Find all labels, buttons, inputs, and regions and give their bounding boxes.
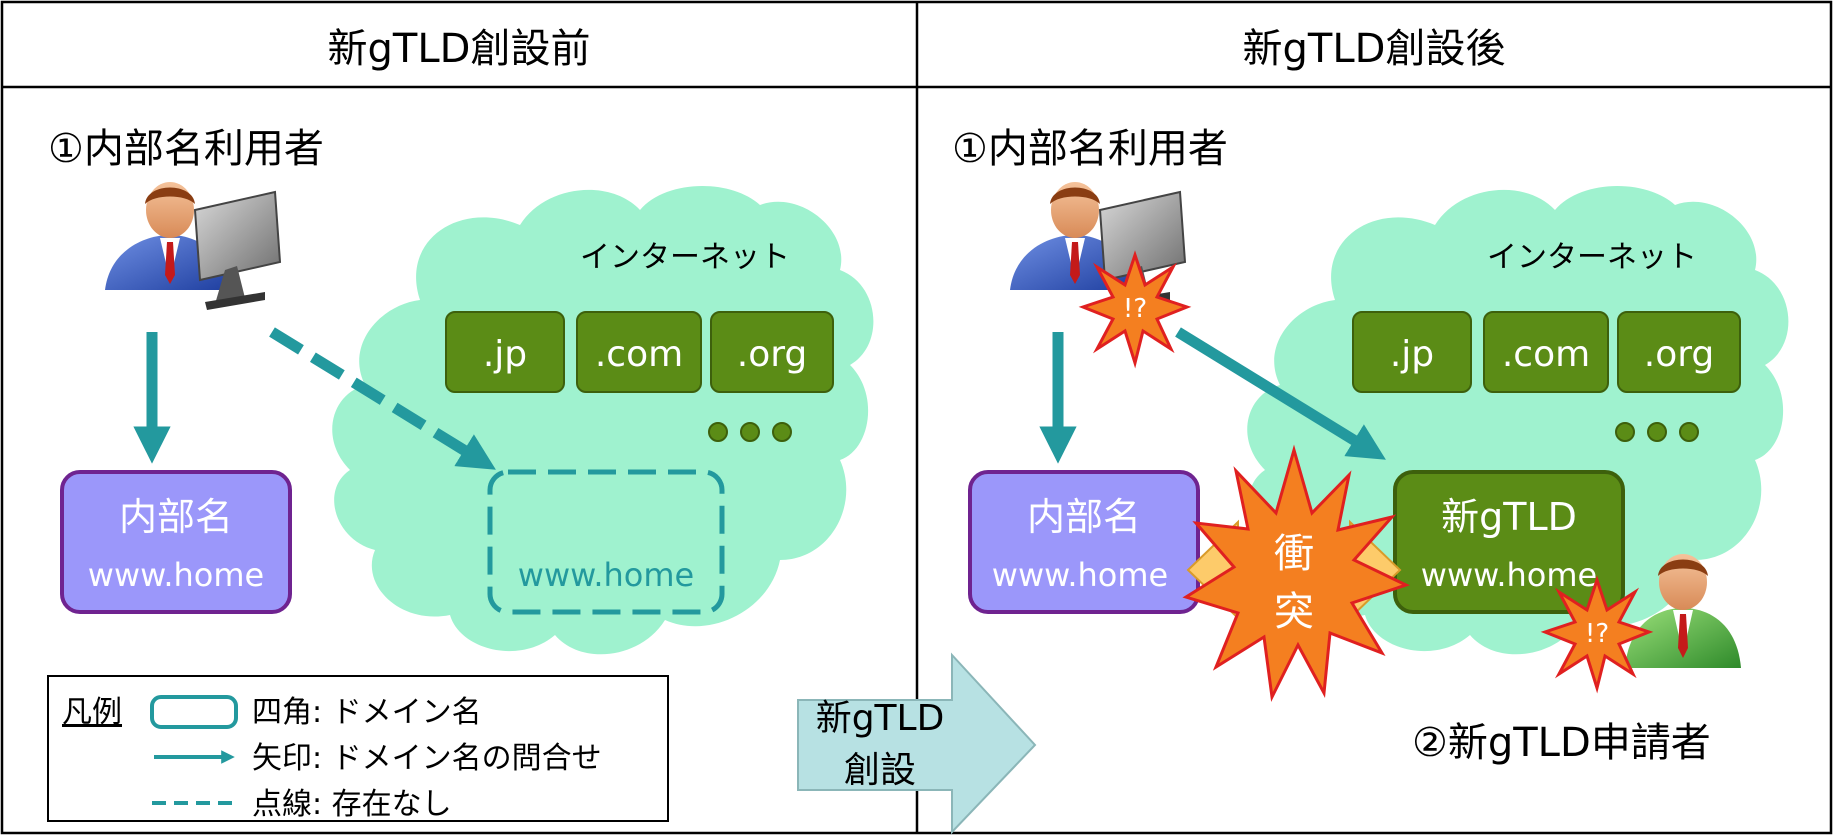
applicant-person-icon [1625, 554, 1741, 668]
right-tld-org: .org [1644, 334, 1715, 375]
left-query-arrow-dashed [269, 327, 496, 470]
left-user-label: ①内部名利用者 [48, 126, 324, 172]
right-tld-org-box: .org [1617, 311, 1741, 393]
collision-char1: 衝 [1274, 531, 1314, 577]
new-gtld-box: 新gTLD www.home [1393, 470, 1625, 614]
left-cloud-label: インターネット [580, 240, 790, 275]
right-cloud-label: インターネット [1487, 240, 1697, 275]
applicant-alert-burst-icon: !? [1540, 575, 1654, 694]
right-internal-domain: www.home [992, 556, 1168, 594]
applicant-label: ②新gTLD申請者 [1412, 720, 1711, 766]
right-query-arrow-to-new-tld [1175, 327, 1386, 460]
right-internal-name-box: 内部名 www.home [968, 470, 1200, 614]
collision-char2: 突 [1274, 589, 1314, 635]
transition-label-line1: 新gTLD [816, 698, 945, 739]
left-tld-jp-box: .jp [445, 311, 565, 393]
transition-label-line2: 創設 [844, 750, 916, 791]
left-tld-org: .org [737, 334, 808, 375]
left-ellipsis-dots [708, 422, 792, 442]
left-internal-domain: www.home [88, 556, 264, 594]
header-before: 新gTLD創設前 [328, 26, 591, 72]
left-tld-jp: .jp [483, 334, 527, 375]
legend-box-text: 四角: ドメイン名 [252, 695, 482, 730]
legend-box-symbol [150, 695, 238, 729]
left-nonexistent-domain-box: www.home [487, 469, 725, 615]
collision-burst: 衝 突 [1182, 444, 1410, 703]
right-tld-com-box: .com [1483, 311, 1609, 393]
transition-arrow: 新gTLD 創設 [797, 652, 1037, 835]
left-internal-name-box: 内部名 www.home [60, 470, 292, 614]
left-internet-cloud [332, 186, 874, 655]
right-tld-jp-box: .jp [1352, 311, 1472, 393]
user-alert-burst-icon: !? [1078, 250, 1192, 369]
left-user-with-computer-icon [105, 182, 282, 310]
left-tld-org-box: .org [710, 311, 834, 393]
applicant-alert-text: !? [1585, 619, 1609, 649]
left-tld-com: .com [595, 334, 683, 375]
legend-arrow-text: 矢印: ドメイン名の問合せ [252, 741, 602, 776]
header-after: 新gTLD創設後 [1243, 26, 1506, 72]
right-user-label: ①内部名利用者 [952, 126, 1228, 172]
left-tld-com-box: .com [576, 311, 702, 393]
new-gtld-name: 新gTLD [1441, 495, 1577, 539]
right-tld-jp: .jp [1390, 334, 1434, 375]
legend-title: 凡例 [62, 695, 122, 730]
user-alert-text: !? [1123, 294, 1147, 324]
legend-dashed-text: 点線: 存在なし [252, 787, 452, 822]
right-internal-name: 内部名 [1027, 495, 1141, 539]
new-gtld-domain: www.home [1421, 556, 1597, 594]
right-tld-com: .com [1502, 334, 1590, 375]
right-ellipsis-dots [1615, 422, 1699, 442]
left-internal-name: 内部名 [119, 495, 233, 539]
left-nonexistent-domain: www.home [518, 556, 694, 594]
legend: 凡例 四角: ドメイン名 矢印: ドメイン名の問合せ 点線: 存在なし [47, 675, 669, 822]
right-internet-cloud [1247, 186, 1789, 655]
